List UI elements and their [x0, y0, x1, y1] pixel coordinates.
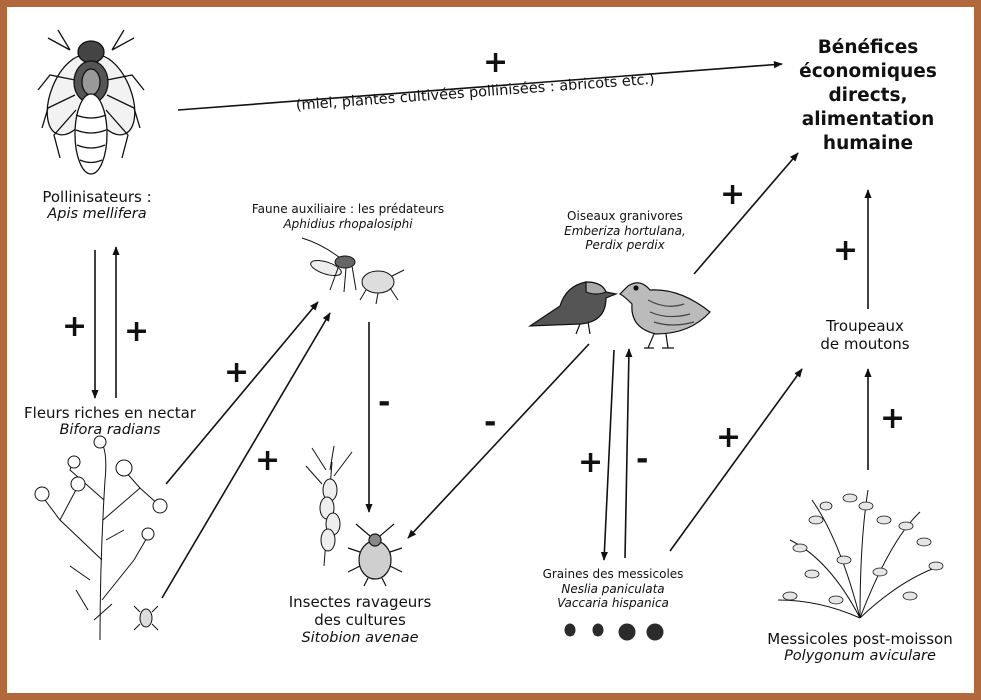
birds-label: Oiseaux granivores Emberiza hortulana, P… — [545, 209, 705, 253]
postharvest-species: Polygonum aviculare — [760, 648, 960, 666]
sign-sheep-to-benefits: + — [833, 236, 858, 266]
sign-birds-to-pests: - — [484, 408, 496, 438]
seed-icons — [565, 624, 664, 641]
pollinators-label: Pollinisateurs : Apis mellifera — [22, 188, 172, 224]
pests-label: Insectes ravageurs des cultures Sitobion… — [280, 593, 440, 647]
postharvest-label: Messicoles post-moisson Polygonum avicul… — [760, 630, 960, 666]
arrow-birds-to-pests — [408, 344, 589, 538]
pollinators-name: Pollinisateurs : — [22, 188, 172, 206]
seeds-species-1: Neslia paniculata — [528, 582, 698, 597]
predators-species: Aphidius rhopalosiphi — [248, 217, 448, 232]
flowering-plant-illustration — [42, 440, 160, 640]
knotgrass-leaves — [783, 494, 943, 604]
economic-benefits-title: Bénéfices économiques directs, alimentat… — [778, 36, 958, 156]
flowers-label: Fleurs riches en nectar Bifora radians — [10, 404, 210, 440]
honey-bee-illustration — [37, 30, 145, 174]
sheep-name-line-2: de moutons — [800, 335, 930, 353]
pests-name-line-1: Insectes ravageurs — [280, 593, 440, 611]
benefits-line-3: directs, — [778, 84, 958, 108]
partridge-illustration — [620, 283, 710, 348]
wasp-aphid-illustration — [302, 238, 404, 304]
arrow-birds-to-seeds — [604, 350, 614, 560]
benefits-line-4: alimentation — [778, 108, 958, 132]
birds-species-1: Emberiza hortulana, — [545, 224, 705, 239]
pests-name-line-2: des cultures — [280, 611, 440, 629]
sheep-label: Troupeaux de moutons — [800, 317, 930, 354]
benefits-line-2: économiques — [778, 60, 958, 84]
seeds-name: Graines des messicoles — [528, 567, 698, 582]
sign-aphid-to-predators: + — [255, 446, 280, 476]
flowers-name: Fleurs riches en nectar — [10, 404, 210, 422]
sign-postharvest-to-sheep: + — [880, 404, 905, 434]
predators-label: Faune auxiliaire : les prédateurs Aphidi… — [248, 202, 448, 231]
sign-bee-to-benefits: + — [483, 48, 508, 78]
arrow-seeds-to-sheep — [670, 369, 802, 551]
benefits-line-1: Bénéfices — [778, 36, 958, 60]
sign-bee-to-flowers: + — [62, 312, 87, 342]
arrow-birds-to-benefits — [694, 153, 798, 274]
sign-birds-to-seeds: - — [636, 445, 648, 475]
arrow-flowers-to-predators — [166, 302, 318, 484]
seeds-label: Graines des messicoles Neslia paniculata… — [528, 567, 698, 611]
pests-species: Sitobion avenae — [280, 630, 440, 648]
flower-heads — [35, 436, 167, 540]
predators-name: Faune auxiliaire : les prédateurs — [248, 202, 448, 217]
arrow-seeds-to-birds — [625, 349, 629, 558]
postharvest-name: Messicoles post-moisson — [760, 630, 960, 648]
birds-species-2: Perdix perdix — [545, 238, 705, 253]
seeds-species-2: Vaccaria hispanica — [528, 596, 698, 611]
small-aphid-illustration — [134, 606, 158, 630]
sign-seeds-to-sheep: + — [716, 423, 741, 453]
bunting-illustration — [530, 282, 616, 334]
sheep-name-line-1: Troupeaux — [800, 317, 930, 335]
pollinators-species: Apis mellifera — [22, 206, 172, 224]
benefits-line-5: humaine — [778, 132, 958, 156]
sign-seeds-to-birds: + — [578, 448, 603, 478]
sign-birds-to-benefits: + — [720, 180, 745, 210]
flowers-species: Bifora radians — [10, 422, 210, 440]
sign-predators-to-pests: - — [378, 388, 390, 418]
aphid-pest-illustration — [348, 524, 402, 586]
birds-name: Oiseaux granivores — [545, 209, 705, 224]
sign-flowers-to-predators: + — [224, 358, 249, 388]
wheat-ear-illustration — [306, 446, 352, 566]
sign-flowers-to-bee: + — [124, 317, 149, 347]
